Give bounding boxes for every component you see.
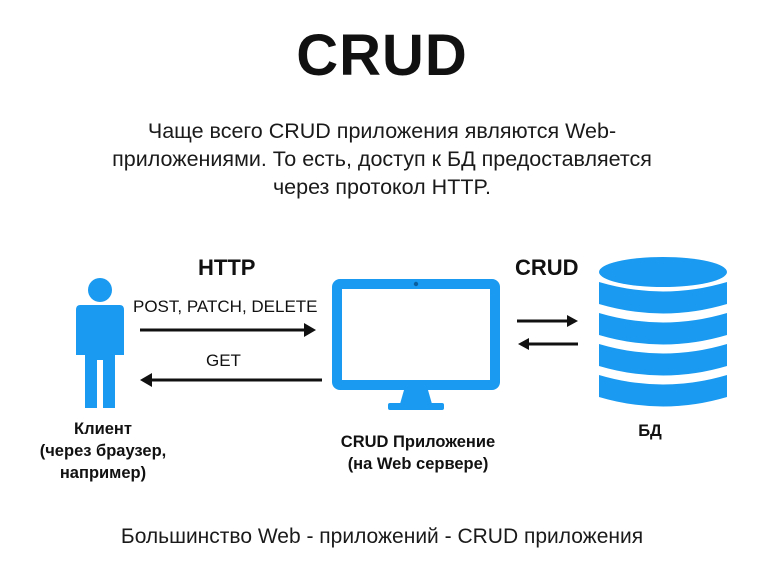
arrow-response bbox=[140, 373, 322, 387]
client-caption: Клиент (через браузер, например) bbox=[18, 418, 188, 484]
person-icon bbox=[76, 278, 124, 408]
crud-label: CRUD bbox=[515, 255, 579, 280]
app-caption-line-1: CRUD Приложение bbox=[340, 433, 496, 451]
post-patch-delete-label: POST, PATCH, DELETE bbox=[133, 297, 318, 316]
intro-text: Чаще всего CRUD приложения являются Web-… bbox=[112, 117, 652, 201]
get-label: GET bbox=[206, 351, 241, 370]
intro-line-3: через протокол HTTP. bbox=[272, 175, 492, 199]
client-caption-line-2: (через браузер, bbox=[39, 442, 167, 460]
database-icon bbox=[599, 257, 727, 407]
footer-text: Большинство Web - приложений - CRUD прил… bbox=[120, 525, 644, 548]
intro-line-1: Чаще всего CRUD приложения являются Web- bbox=[147, 119, 617, 143]
http-label: HTTP bbox=[198, 255, 256, 280]
db-caption: БД bbox=[638, 422, 662, 440]
arrow-request bbox=[140, 323, 316, 337]
arrow-from-db bbox=[518, 338, 578, 350]
client-caption-line-3: например) bbox=[59, 464, 147, 482]
arrow-to-db bbox=[517, 315, 578, 327]
app-caption-line-2: (на Web сервере) bbox=[347, 455, 489, 473]
client-caption-line-1: Клиент bbox=[74, 420, 132, 438]
page-title: CRUD bbox=[296, 23, 468, 88]
monitor-icon bbox=[332, 279, 500, 410]
intro-line-2: приложениями. То есть, доступ к БД предо… bbox=[112, 147, 652, 171]
app-caption: CRUD Приложение (на Web сервере) bbox=[313, 431, 523, 475]
